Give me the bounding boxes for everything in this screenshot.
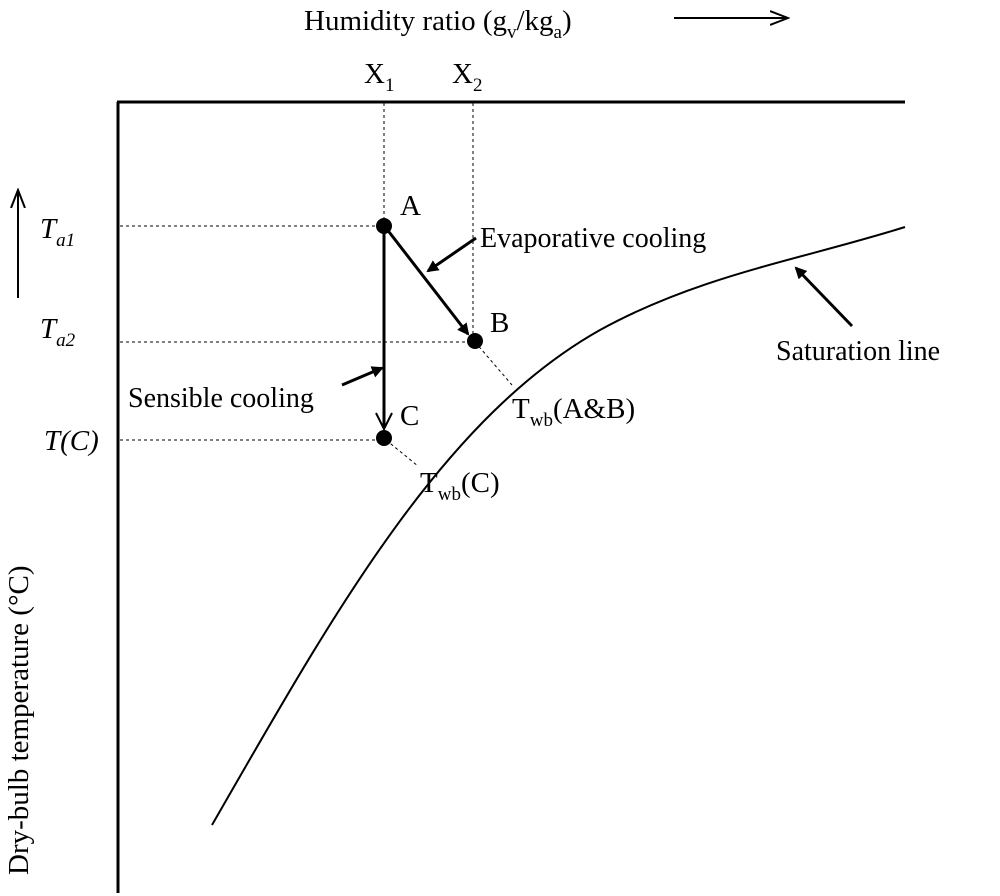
x-axis-title: Humidity ratio (gv/kga) <box>304 5 572 43</box>
sensible-cooling-pointer <box>341 366 384 387</box>
saturation-line-label: Saturation line <box>776 336 940 367</box>
y-axis-title: Dry-bulb temperature (°C) <box>3 565 35 875</box>
evaporative-cooling-label: Evaporative cooling <box>480 223 706 254</box>
twb-ab-label: Twb(A&B) <box>512 393 635 431</box>
y-tick-tc: T(C) <box>44 425 99 457</box>
guide-b-to-saturation <box>474 341 513 386</box>
y-tick-ta1: Ta1 <box>40 213 75 251</box>
saturation-line <box>211 226 906 826</box>
y-tick-ta2: Ta2 <box>40 313 76 351</box>
point-a-label: A <box>400 190 421 222</box>
sensible-cooling-label: Sensible cooling <box>128 383 314 414</box>
evaporative-cooling-process-line <box>384 227 470 336</box>
saturation-line-pointer <box>794 266 854 328</box>
point-c-label: C <box>400 400 419 432</box>
evaporative-cooling-pointer <box>426 236 477 273</box>
twb-c-label: Twb(C) <box>420 467 500 505</box>
sensible-cooling-arrowhead <box>375 412 393 432</box>
point-b-label: B <box>490 307 509 339</box>
point-c-marker <box>376 430 392 446</box>
point-a-marker <box>376 218 392 234</box>
guide-c-to-saturation <box>385 439 419 467</box>
x-tick-x1: X1 <box>364 58 394 96</box>
x-tick-x2: X2 <box>452 58 482 96</box>
point-b-marker <box>467 333 483 349</box>
